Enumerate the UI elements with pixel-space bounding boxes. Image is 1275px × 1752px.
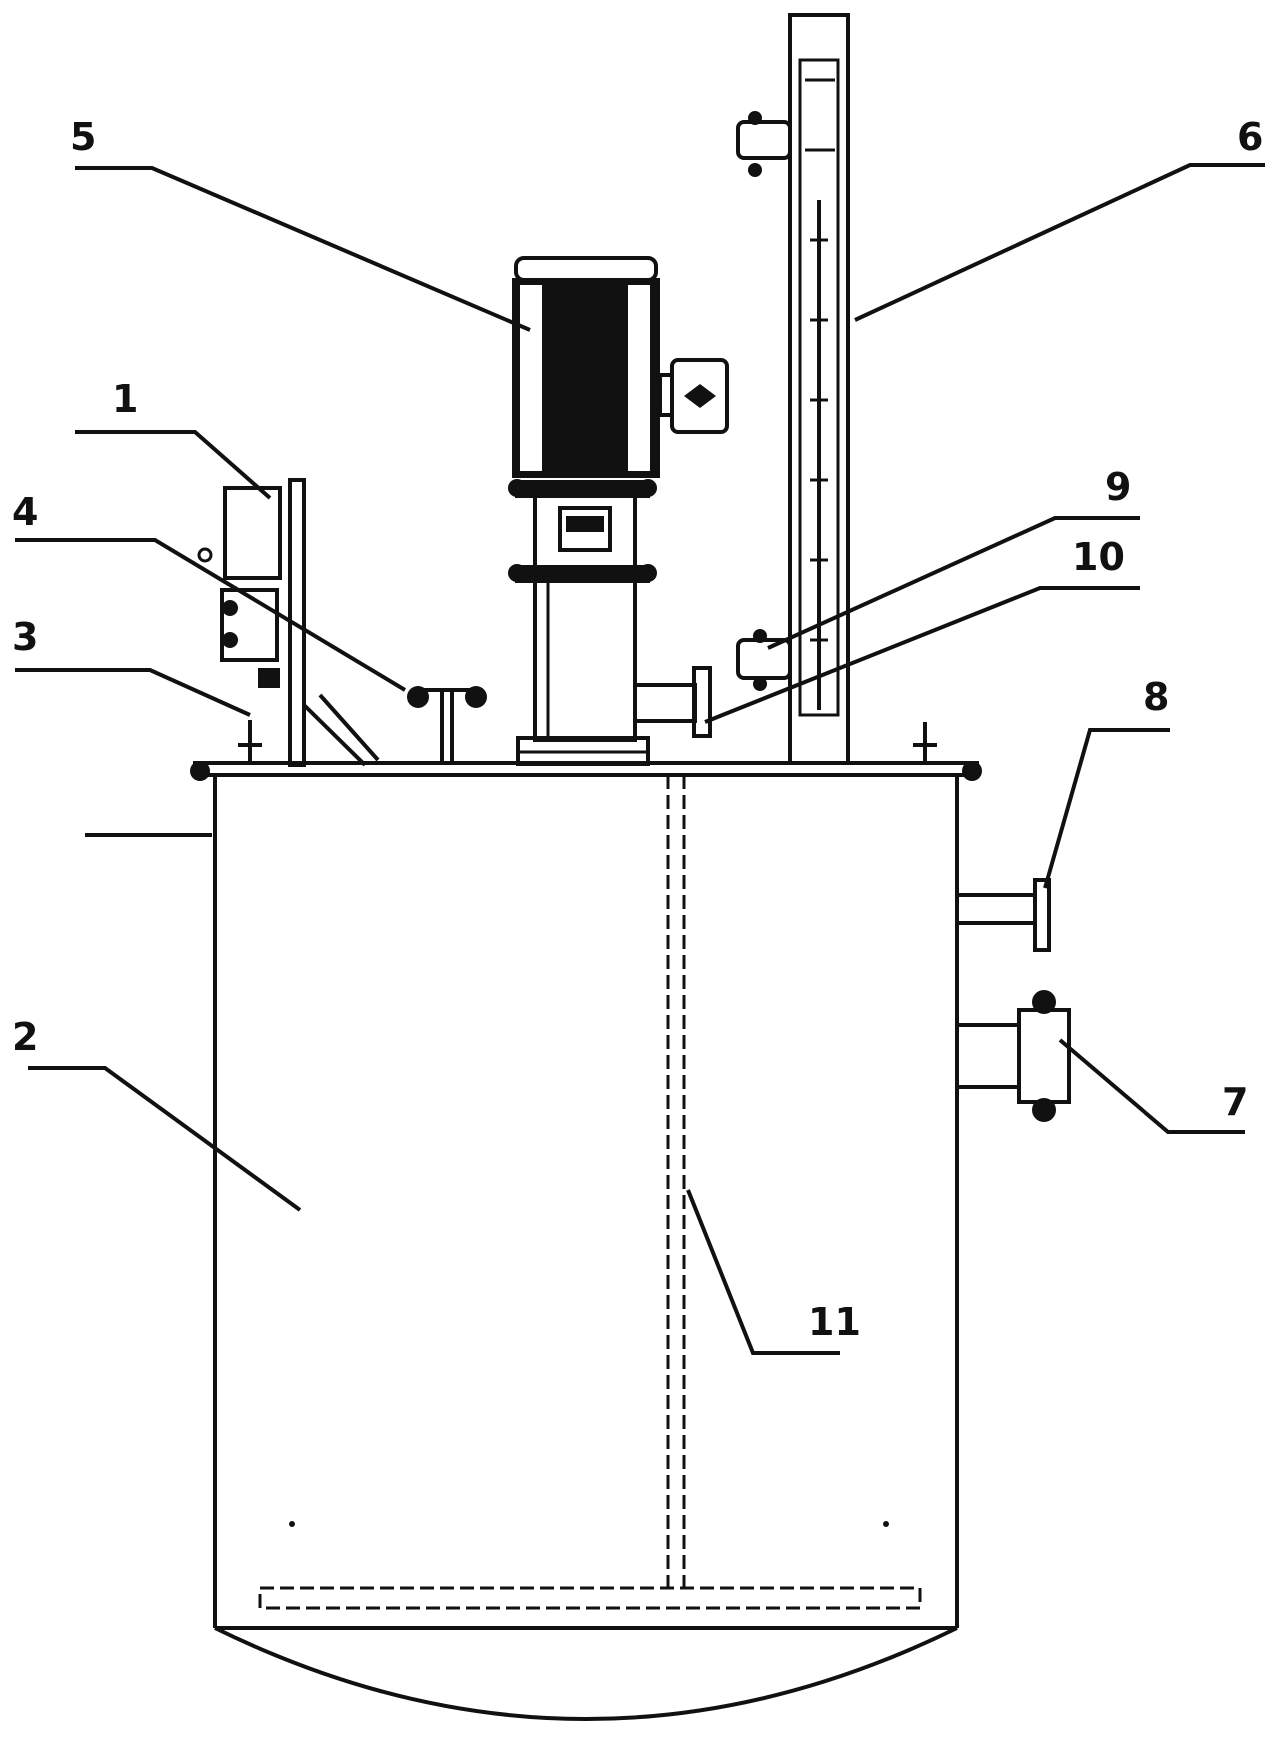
label-11: 11: [808, 1300, 861, 1344]
nozzle-8: [955, 893, 1037, 925]
label-3: 3: [12, 615, 38, 659]
level-gauge: [736, 13, 850, 765]
label-5: 5: [70, 115, 96, 159]
cover-bolt-right: [962, 761, 982, 781]
leader-lines: [15, 163, 1265, 1355]
side-nozzles: [955, 878, 1071, 1122]
label-8: 8: [1143, 675, 1169, 719]
label-6: 6: [1237, 115, 1263, 159]
tank-dished-bottom: [214, 1626, 958, 1721]
bottom-distributor: [258, 1586, 922, 1610]
cover-bolt-left: [190, 761, 210, 781]
wall-dot-left: [289, 1521, 295, 1527]
tank-vessel: [190, 761, 982, 1721]
leader-9: [767, 516, 1140, 650]
terminal-box: [670, 358, 729, 434]
leader-11: [686, 1189, 840, 1355]
leader-10: [704, 586, 1140, 724]
motor-pump-assembly: [508, 256, 729, 766]
leader-4: [15, 538, 407, 692]
callout-labels: 5 6 1 4 3 9 10 8 7 2 11: [12, 115, 1263, 1344]
label-4: 4: [12, 490, 38, 534]
label-7: 7: [1222, 1080, 1248, 1124]
leader-8: [1043, 728, 1170, 889]
leader-7: [1058, 1038, 1245, 1134]
nozzle-7: [955, 1023, 1021, 1089]
leader-6: [854, 163, 1265, 322]
wall-dot-right: [883, 1521, 889, 1527]
internal-pipe: [258, 775, 922, 1610]
leader-2: [28, 1066, 302, 1212]
leader-3: [15, 668, 251, 717]
label-9: 9: [1105, 465, 1131, 509]
leader-5: [75, 166, 531, 332]
label-1: 1: [112, 377, 138, 421]
label-2: 2: [12, 1015, 38, 1059]
leader-1: [75, 430, 272, 500]
label-10: 10: [1072, 535, 1125, 579]
inclined-pipe: [302, 703, 367, 767]
